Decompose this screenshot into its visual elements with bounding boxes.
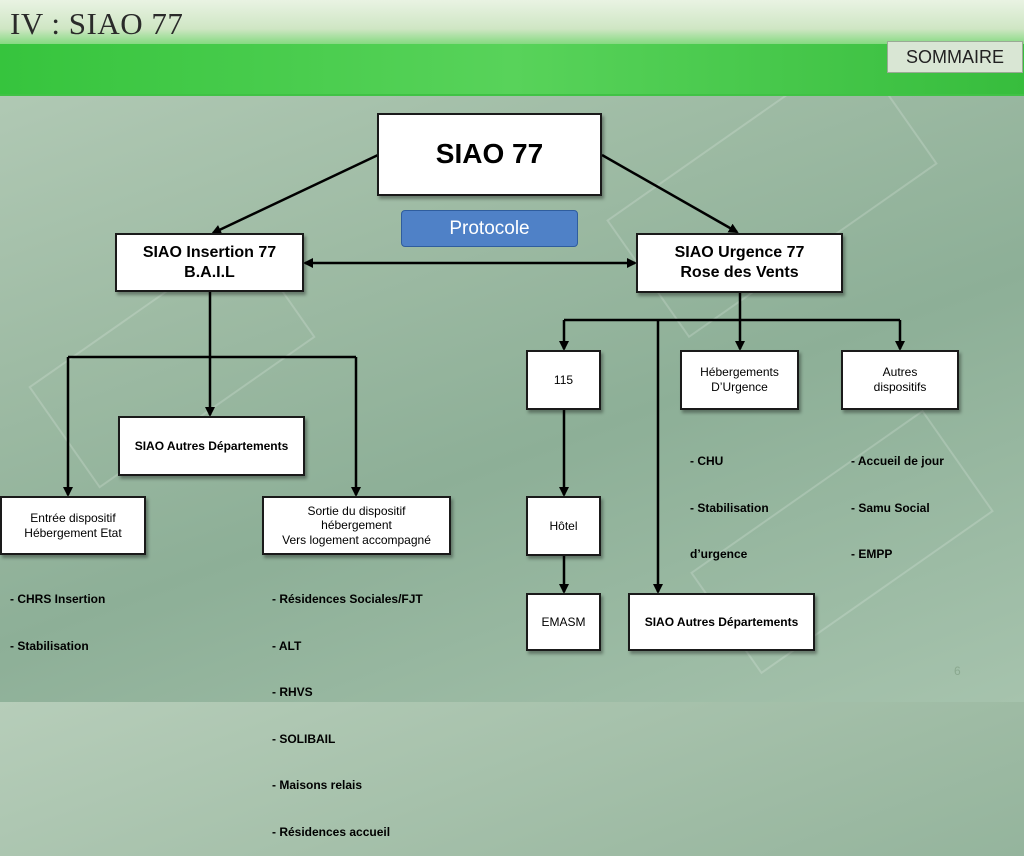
sortie-line2: hébergement [321, 518, 392, 533]
siao-urgence-box: SIAO Urgence 77 Rose des Vents [636, 233, 843, 293]
list-sortie: - Résidences Sociales/FJT - ALT - RHVS -… [272, 561, 423, 856]
sortie-line1: Sortie du dispositif [307, 503, 406, 518]
list-item: d’urgence [690, 547, 748, 561]
hebergements-urgence-box: Hébergements D’Urgence [680, 350, 799, 410]
autres-dispositifs-line2: dispositifs [873, 380, 927, 394]
entree-line2: Hébergement Etat [24, 525, 122, 540]
label-115: 115 [553, 372, 574, 387]
list-item: - SOLIBAIL [272, 731, 336, 746]
emasm-label: EMASM [541, 614, 586, 629]
insertion-line1: SIAO Insertion 77 [142, 243, 277, 261]
arrow-root-urgence [601, 153, 739, 234]
list-item: - Stabilisation [690, 500, 769, 515]
list-item: - Résidences accueil [272, 824, 391, 839]
autres-departements-right-box: SIAO Autres Départements [628, 593, 815, 651]
autres-dep-right-label: SIAO Autres Départements [644, 614, 799, 629]
protocole-label: Protocole [449, 217, 530, 239]
list-item: - EMPP [851, 547, 893, 561]
protocole-button[interactable]: Protocole [401, 210, 578, 247]
insertion-line2: B.A.I.L [184, 263, 235, 281]
sortie-line3: Vers logement accompagné [282, 532, 431, 547]
box-115: 115 [526, 350, 601, 410]
sortie-dispositif-box: Sortie du dispositif hébergement Vers lo… [262, 496, 451, 555]
connector-lines [63, 153, 905, 594]
list-item: - CHU [690, 454, 724, 468]
list-item: - RHVS [272, 685, 313, 699]
autres-dispositifs-line1: Autres [882, 365, 918, 380]
urgence-line1: SIAO Urgence 77 [674, 244, 805, 262]
list-item: - ALT [272, 638, 302, 653]
urgence-line2: Rose des Vents [680, 264, 799, 281]
root-label: SIAO 77 [435, 138, 544, 170]
list-item: - Stabilisation [10, 638, 89, 653]
page-title: IV : SIAO 77 [10, 6, 184, 41]
siao-insertion-box: SIAO Insertion 77 B.A.I.L [115, 233, 304, 292]
page-number: 6 [954, 664, 961, 678]
entree-dispositif-box: Entrée dispositif Hébergement Etat [0, 496, 146, 555]
header-band [0, 44, 1024, 94]
list-hebergements: - CHU - Stabilisation d’urgence [690, 423, 769, 578]
sommaire-button[interactable]: SOMMAIRE [887, 41, 1023, 73]
entree-line1: Entrée dispositif [30, 510, 116, 525]
hotel-box: Hôtel [526, 496, 601, 556]
list-item: - Maisons relais [272, 778, 363, 792]
arrow-root-insertion [211, 153, 379, 235]
header-banner: IV : SIAO 77 SOMMAIRE [0, 0, 1024, 96]
list-item: - Samu Social [851, 500, 930, 515]
hebergements-line2: D’Urgence [711, 380, 768, 394]
autres-dispositifs-box: Autres dispositifs [841, 350, 959, 410]
hebergements-line1: Hébergements [700, 365, 779, 380]
autres-departements-left-box: SIAO Autres Départements [118, 416, 305, 476]
list-item: - Accueil de jour [851, 454, 944, 468]
list-item: - CHRS Insertion [10, 592, 106, 606]
siao77-root-box: SIAO 77 [377, 113, 602, 196]
hotel-label: Hôtel [549, 518, 578, 533]
list-item: - Résidences Sociales/FJT [272, 592, 423, 606]
list-autres-dispositifs: - Accueil de jour - Samu Social - EMPP [851, 423, 944, 578]
autres-dep-left-label: SIAO Autres Départements [134, 438, 289, 453]
emasm-box: EMASM [526, 593, 601, 651]
list-entree: - CHRS Insertion - Stabilisation [10, 561, 105, 670]
